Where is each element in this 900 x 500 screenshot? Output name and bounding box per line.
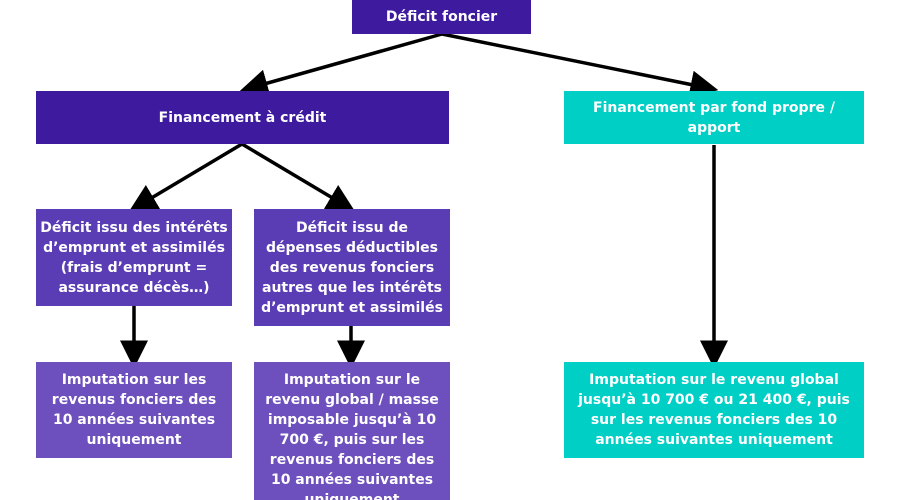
deficit-interets-box: Déficit issu des intérêts d’emprunt et a…	[36, 209, 232, 306]
root-box: Déficit foncier	[352, 0, 531, 34]
imputation-apport-label: Imputation sur le revenu global jusqu’à …	[578, 372, 850, 448]
arrow-root-to-credit	[239, 32, 443, 97]
deficit-interets-label: Déficit issu des intérêts d’emprunt et a…	[40, 219, 228, 296]
root-label: Déficit foncier	[385, 9, 498, 25]
apport-box: Financement par fond propre / apport	[564, 91, 864, 144]
deficit-depenses-label: Déficit issu de dépenses déductibles des…	[261, 219, 443, 316]
arrow-credit-to-interets	[128, 142, 243, 212]
credit-label: Financement à crédit	[158, 109, 327, 126]
imputation-apport-box: Imputation sur le revenu global jusqu’à …	[564, 362, 864, 458]
arrow-root-to-apport	[441, 32, 719, 99]
apport-label: Financement par fond propre / apport	[593, 99, 835, 136]
deficit-depenses-box: Déficit issu de dépenses déductibles des…	[254, 209, 450, 326]
imputation-depenses-label: Imputation sur le revenu global / masse …	[265, 372, 439, 500]
imputation-interets-box: Imputation sur les revenus fonciers des …	[36, 362, 232, 458]
arrow-credit-to-depenses	[241, 142, 356, 212]
credit-box: Financement à crédit	[36, 91, 449, 144]
imputation-depenses-box: Imputation sur le revenu global / masse …	[254, 362, 450, 500]
imputation-interets-label: Imputation sur les revenus fonciers des …	[51, 372, 217, 448]
